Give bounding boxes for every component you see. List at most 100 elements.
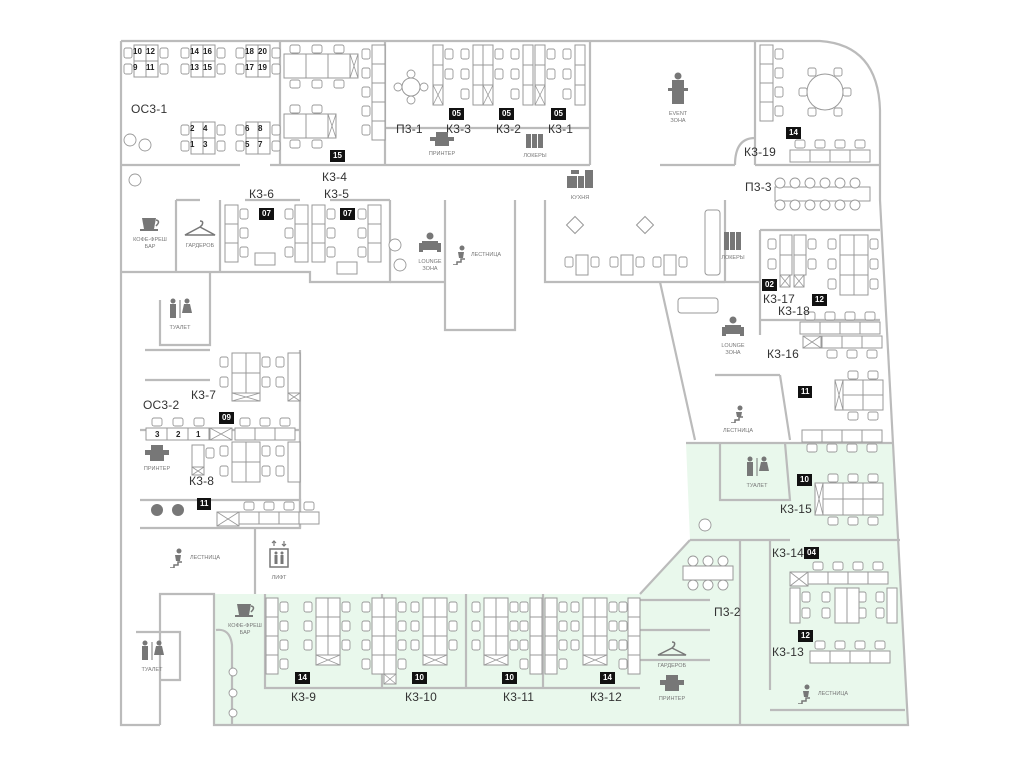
zone-label-p3-1[interactable]: П3-1 [396, 122, 423, 136]
chair [608, 620, 618, 632]
oc3-1-seat-20[interactable]: 20 [258, 47, 267, 56]
oc3-1-seat-5[interactable]: 5 [245, 140, 250, 149]
zone-label-k3-16[interactable]: К3-16 [767, 347, 800, 361]
zone-label-k3-4[interactable]: К3-4 [322, 170, 348, 184]
chair [460, 68, 470, 80]
chair [444, 48, 454, 60]
desk [371, 82, 386, 103]
zone-label-k3-3[interactable]: К3-3 [446, 122, 472, 136]
elevator: ЛИФТ [264, 540, 294, 582]
oc3-1-seat-17[interactable]: 17 [245, 63, 254, 72]
oc3-2-seat-2[interactable]: 2 [176, 430, 181, 439]
desk [231, 461, 247, 483]
chair [872, 561, 884, 571]
oc3-1-seat-4[interactable]: 4 [203, 124, 208, 133]
zone-label-k3-15[interactable]: К3-15 [780, 502, 813, 516]
lounge-zone-right: LOUNGE ЗОНА [718, 316, 748, 357]
printer-icon [145, 445, 169, 461]
zone-label-p3-3[interactable]: П3-3 [745, 180, 772, 194]
desk [529, 597, 543, 618]
chair [874, 640, 886, 650]
oc3-1-seat-16[interactable]: 16 [203, 47, 212, 56]
desk [839, 234, 855, 256]
storage-cross [779, 274, 791, 288]
chair [180, 47, 190, 59]
oc3-1-seat-8[interactable]: 8 [258, 124, 263, 133]
zone-label-k3-17[interactable]: К3-17 [763, 292, 796, 306]
desk [842, 482, 864, 500]
desk [311, 223, 326, 244]
coffee-cup-icon [235, 604, 255, 617]
oc3-1-seat-12[interactable]: 12 [146, 47, 155, 56]
zone-label-k3-18[interactable]: К3-18 [778, 304, 811, 318]
oc3-2-seat-3[interactable]: 3 [155, 430, 160, 439]
oc3-1-seat-18[interactable]: 18 [245, 47, 254, 56]
chair [869, 278, 879, 290]
lounge-chair [698, 518, 712, 532]
oc3-1-seat-14[interactable]: 14 [190, 47, 199, 56]
zone-label-p3-2[interactable]: П3-2 [714, 605, 741, 619]
chair [279, 601, 289, 613]
chair [827, 473, 839, 483]
desk [627, 654, 641, 675]
zone-label-k3-6[interactable]: К3-6 [249, 187, 275, 201]
desk [822, 482, 844, 500]
chair [847, 370, 859, 380]
event-zone: EVENT ЗОНА [663, 72, 693, 125]
oc3-1-seat-11[interactable]: 11 [146, 63, 155, 72]
zone-label-k3-8[interactable]: К3-8 [189, 474, 215, 488]
chair [172, 417, 184, 427]
oc3-1-seat-1[interactable]: 1 [190, 140, 195, 149]
oc3-1-seat-13[interactable]: 13 [190, 63, 199, 72]
oc3-1-seat-6[interactable]: 6 [245, 124, 250, 133]
zone-label-k3-5[interactable]: К3-5 [324, 187, 350, 201]
oc3-1-seat-19[interactable]: 19 [258, 63, 267, 72]
desk [383, 597, 397, 618]
desk [853, 274, 869, 296]
oc3-1-seat-10[interactable]: 10 [133, 47, 142, 56]
zone-label-k3-12[interactable]: К3-12 [590, 690, 623, 704]
oc3-1-seat-9[interactable]: 9 [133, 63, 138, 72]
zone-label-k3-10[interactable]: К3-10 [405, 690, 438, 704]
chair [608, 601, 618, 613]
oc3-2-seat-1[interactable]: 1 [196, 430, 201, 439]
storage-cross [191, 466, 205, 476]
zone-label-k3-1[interactable]: К3-1 [548, 122, 574, 136]
coffee-bar-bottom: КОФЕ-ФРЕШ БАР [225, 598, 265, 637]
chair [844, 311, 856, 321]
desk [849, 650, 871, 664]
zone-label-k3-14[interactable]: К3-14 [772, 546, 805, 560]
desk [202, 60, 216, 78]
zone-label-k3-7[interactable]: К3-7 [191, 388, 217, 402]
chair [279, 417, 291, 427]
desk [849, 149, 871, 163]
desk [789, 149, 811, 163]
phone-booth-icon [151, 504, 163, 516]
desk [327, 597, 341, 618]
desk [254, 427, 276, 441]
storage-cross [349, 53, 359, 79]
chair [519, 658, 529, 670]
chair [509, 620, 519, 632]
zone-label-k3-9[interactable]: К3-9 [291, 690, 317, 704]
oc3-1-seat-7[interactable]: 7 [258, 140, 263, 149]
oc3-1-seat-3[interactable]: 3 [203, 140, 208, 149]
chair [239, 246, 249, 258]
chair [311, 79, 323, 89]
chair [774, 105, 784, 117]
zone-label-k3-19[interactable]: К3-19 [744, 145, 777, 159]
chair [271, 124, 281, 136]
zone-label-k3-2[interactable]: К3-2 [496, 122, 522, 136]
zone-label-k3-13[interactable]: К3-13 [772, 645, 805, 659]
chair [827, 238, 837, 250]
chair [261, 376, 271, 388]
zone-label-k3-11[interactable]: К3-11 [503, 690, 535, 704]
oc3-1-seat-2[interactable]: 2 [190, 124, 195, 133]
oc3-1-seat-15[interactable]: 15 [203, 63, 212, 72]
bar-stool [228, 667, 238, 677]
chair [852, 561, 864, 571]
desk [265, 654, 279, 675]
chair [774, 199, 786, 211]
chair [471, 620, 481, 632]
chair [284, 227, 294, 239]
